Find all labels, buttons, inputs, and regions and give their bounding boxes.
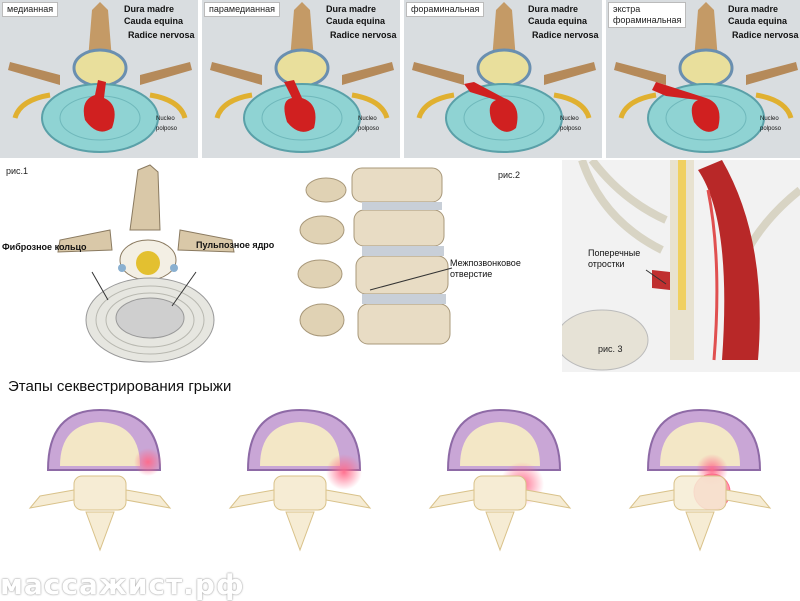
figure-caption: рис.1 (6, 166, 29, 176)
dura-madre-label: Dura madre (326, 4, 377, 14)
stage-1 (28, 408, 172, 552)
nucleo-polposo-label: Nucleo polposo (156, 116, 178, 132)
sequestration-title: Этапы секвестрирования грыжи (8, 378, 232, 395)
herniation-panel-foraminal: фораминальная Dura madre Cauda equina Ra… (404, 0, 604, 158)
intervertebral-foramen-label: Межпозвонковое отверстие (450, 258, 521, 279)
nucleo-polposo-label: Nucleo polposo (760, 116, 782, 132)
radice-nervosa-label: Radice nervosa (128, 30, 195, 40)
radice-nervosa-label: Radice nervosa (532, 30, 599, 40)
annulus-fibrosus-label: Фиброзное кольцо (2, 242, 87, 252)
spine-lateral-illustration (297, 167, 453, 345)
vertebra-illustration (412, 2, 596, 153)
vertebra-illustration (8, 2, 192, 153)
sequestration-stages (0, 400, 800, 600)
herniation-panel-extraforaminal: экстра фораминальная Dura madre Cauda eq… (606, 0, 800, 158)
transverse-processes-label: Поперечные отростки (588, 248, 641, 269)
cauda-equina-label: Cauda equina (728, 16, 788, 26)
watermark: массажист.рф (0, 568, 245, 601)
panel-tag: фораминальная (406, 2, 485, 17)
dura-madre-label: Dura madre (528, 4, 579, 14)
figure-caption: рис.2 (498, 170, 521, 180)
herniation-panel-paramedian: парамедианная Dura madre Cauda equina Ra… (202, 0, 402, 158)
radice-nervosa-label: Radice nervosa (330, 30, 397, 40)
back-muscles-illustration (562, 160, 800, 371)
cauda-equina-label: Cauda equina (326, 16, 386, 26)
vertebra-illustration (210, 2, 394, 153)
nucleo-polposo-label: Nucleo polposo (560, 116, 582, 132)
dura-madre-label: Dura madre (728, 4, 779, 14)
vertebra-top-view-illustration (57, 164, 235, 363)
radice-nervosa-label: Radice nervosa (732, 30, 799, 40)
nucleo-polposo-label: Nucleo polposo (358, 116, 380, 132)
cauda-equina-label: Cauda equina (528, 16, 588, 26)
figure-3-back-muscles: Поперечные отростки рис. 3 (562, 160, 800, 372)
panel-tag: парамедианная (204, 2, 280, 17)
herniation-panel-median: медианная Dura madre Cauda equina Radice… (0, 0, 200, 158)
sequestration-stage-illustrations (28, 408, 772, 552)
nucleus-pulposus-label: Пульпозное ядро (196, 240, 275, 250)
panel-tag: экстра фораминальная (608, 2, 687, 28)
stage-2 (228, 408, 372, 552)
figure-caption: рис. 3 (598, 344, 623, 354)
cauda-equina-label: Cauda equina (124, 16, 184, 26)
vertebra-illustration (614, 2, 798, 153)
panel-tag: медианная (2, 2, 59, 17)
figure-2-spine-side-view: рис.2 Межпозвонковое отверстие (292, 160, 560, 372)
dura-madre-label: Dura madre (124, 4, 175, 14)
stage-3 (428, 408, 572, 552)
figure-1-disc-anatomy: рис.1 Фиброзное кольцо Пульпозное ядро (0, 160, 290, 372)
stage-4 (628, 408, 772, 552)
